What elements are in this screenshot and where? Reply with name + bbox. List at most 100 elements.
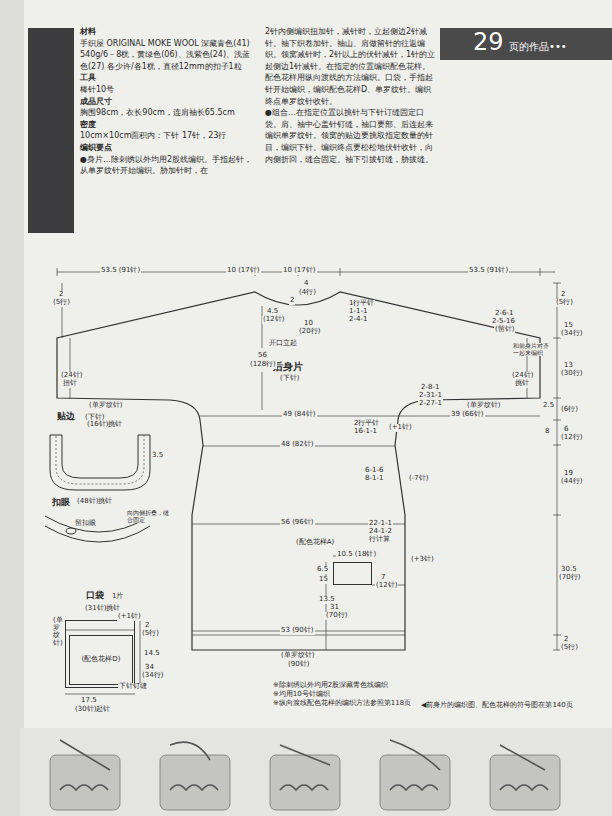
dimension-label: 2行平针 <box>353 420 380 428</box>
dimension-label: (+3针) <box>410 556 435 564</box>
dimension-label: (-7针) <box>408 475 429 483</box>
part-name: 口袋 <box>86 591 104 601</box>
section-heading: 成品尺寸 <box>80 96 258 108</box>
dimension-label: 2-4-1 <box>348 316 368 324</box>
dimension-label: 39 (66针) <box>450 411 485 419</box>
pattern-box: (配色花样A) <box>333 562 372 585</box>
stitch-illustrations <box>20 728 612 816</box>
dimension-label: 10 (17针) <box>282 267 317 275</box>
dimension-label: 7 <box>380 574 386 582</box>
dimension-label: 2 <box>289 297 295 305</box>
section-heading: 材料 <box>80 26 258 38</box>
dimension-label: 2-6-1 <box>494 310 514 318</box>
buttonhole-detail-outline-path <box>66 528 76 534</box>
body-text: ●组合…在指定位置以挑针与下针订缝固定口袋。肩、袖中心盖针钉缝，袖口要部、后连起… <box>265 107 437 165</box>
part-note: 1片 <box>112 593 123 601</box>
page-tab-text: 页的作品••• <box>508 41 568 52</box>
dimension-label: 2 <box>144 622 150 630</box>
body-text: 10cm×10cm面积内：下针 17针，23行 <box>80 130 258 142</box>
dimension-label: 15 <box>563 322 574 330</box>
dimension-label: 2 <box>563 636 569 644</box>
body-text: ●身片…除刺绣以外均用2股线编织。手指起针，从单罗纹针开始编织。胁加针时，在 <box>80 154 258 177</box>
dimension-label: 19 <box>563 470 574 478</box>
body-piece-outline-path <box>57 292 540 650</box>
dimension-label: (34行) <box>141 672 164 680</box>
dimension-label: 13.5 <box>318 596 336 604</box>
section-heading: 工具 <box>80 72 258 84</box>
dimension-label: 1行平针 <box>348 300 375 308</box>
dimension-lines <box>57 268 561 694</box>
dimension-label: (单罗纹针) <box>466 402 501 410</box>
facing-piece: 贴边(下针) <box>45 430 155 495</box>
dimension-label: 2-8-1 <box>420 384 440 392</box>
part-name: (配色花样D) <box>82 656 121 664</box>
dimension-label: (6行) <box>560 406 579 414</box>
part-name: 扣眼 <box>52 498 70 508</box>
dimension-label: 10 (17针) <box>226 267 261 275</box>
dimension-label: (48针)挑针 <box>76 498 113 506</box>
dimension-label: 53.5 (91针) <box>100 267 141 275</box>
dimension-label: (20行) <box>298 328 321 336</box>
dimension-label: (16针)挑针 <box>86 421 123 429</box>
dimension-label: 17.5 <box>80 697 98 705</box>
dimension-label: (128行) <box>249 361 277 369</box>
body-text: 棒针10号 <box>80 84 258 96</box>
dimension-label: (90针) <box>287 661 310 669</box>
dimension-label: (单罗纹针) <box>280 652 315 660</box>
body-text: 2针内侧编织扭加针，减针时，立起侧边2针减针。袖下织卷加针。袖山、肩做留针的往返… <box>265 26 437 107</box>
facing-piece-outline <box>45 430 155 495</box>
facing-piece-outline-path <box>50 435 150 436</box>
text-column: 材料手织屋 ORIGINAL MOKE WOOL 深藏青色(41) 540g/6… <box>80 26 258 177</box>
dimension-label: (5行) <box>52 299 71 307</box>
dimension-label: (34行) <box>560 330 583 338</box>
dimension-label: 4 <box>303 280 309 288</box>
page-gutter <box>0 0 24 816</box>
dimension-label: (30针)起针 <box>74 706 111 714</box>
dimension-label: (70行) <box>325 612 348 620</box>
body-piece: 后身片 (下针) <box>57 283 540 650</box>
dimension-label: (70行) <box>558 574 581 582</box>
page-tab <box>440 28 612 60</box>
dimension-label: 2.5 <box>542 402 555 410</box>
dimension-label: (单罗纹针) <box>88 402 123 410</box>
dimension-label: (5行) <box>560 644 579 652</box>
dimension-label: 6.5 <box>316 566 329 574</box>
dimension-label: (单罗纹针) <box>52 617 61 648</box>
dimension-label: (24针) <box>511 372 534 380</box>
part-name: 后身片 <box>273 361 303 372</box>
dimension-label: 扭针 <box>62 380 78 388</box>
body-text: 胸围98cm，衣长90cm，连肩袖长65.5cm <box>80 107 258 119</box>
part-note: (下针) <box>280 375 299 383</box>
dimension-label: (4行) <box>298 289 317 297</box>
dimension-label: 22-1-1 <box>368 520 393 528</box>
dimension-label: 56 <box>257 352 268 360</box>
dimension-label: 2 <box>58 291 64 299</box>
dimension-label: 53.5 (91针) <box>468 267 509 275</box>
note-text: 和前身片对齐一起来编织 <box>512 343 554 356</box>
note-text: 向内侧折叠，缝合固定 <box>126 510 174 523</box>
dimension-label: 挑针 <box>514 380 530 388</box>
dimension-label: 2-27-1 <box>418 400 443 408</box>
dimension-label: 8-1-1 <box>364 475 384 483</box>
note-text: ※除刺绣以外均用2股深藏青色线编织 <box>272 682 389 690</box>
note-text: ※纵向渡线配色花样的编织方法参照第118页 <box>272 700 412 708</box>
dimension-label: 13 <box>563 362 574 370</box>
dimension-label: 3.5 <box>151 452 164 460</box>
note-text: ◀前身片的编织图、配色花样的符号图在第140页 <box>420 702 574 710</box>
dimension-label: 留扣眼 <box>74 520 97 528</box>
dimension-label: 1-1-1 <box>348 308 368 316</box>
part-name: (配色花样A) <box>296 539 334 547</box>
part-name: 贴边 <box>57 412 75 422</box>
dimension-label: (5行) <box>141 630 160 638</box>
section-heading: 密度 <box>80 119 258 131</box>
dimension-label: (44行) <box>560 478 583 486</box>
dimension-label: 48 (82针) <box>280 441 315 449</box>
dimension-label: 4.5 <box>266 308 279 316</box>
dimension-label: 2-5-16 <box>491 318 516 326</box>
dimension-label: 10 <box>303 320 314 328</box>
photo-thumb <box>28 28 74 233</box>
dimension-label: (+1针) <box>117 613 142 621</box>
dimension-label: 下针钉缝 <box>118 683 148 691</box>
dimension-label: (12针) <box>262 316 285 324</box>
dimension-label: (31针)挑针 <box>84 605 121 613</box>
